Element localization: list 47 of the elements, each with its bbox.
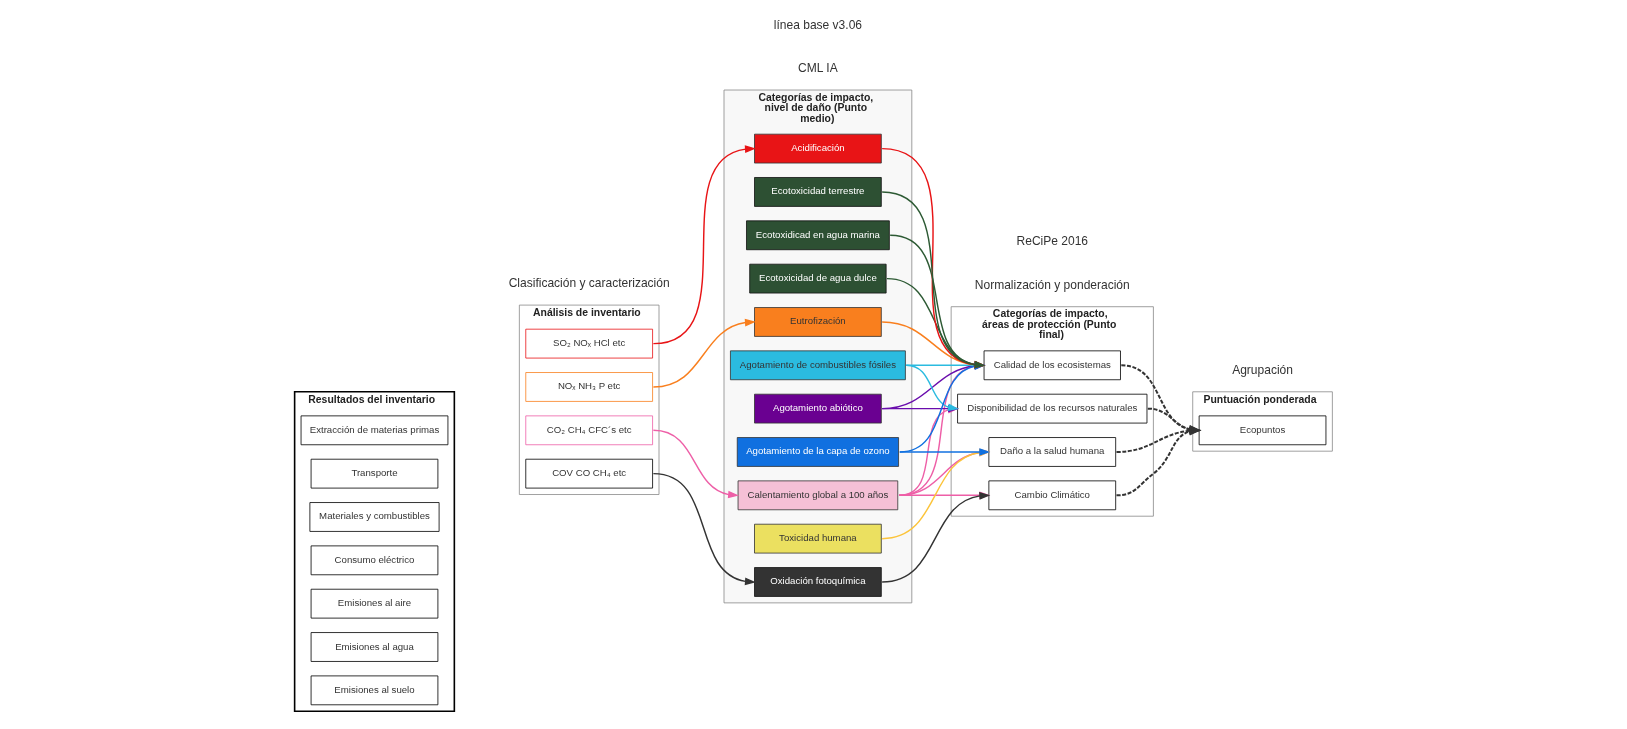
node-box: Emisiones al aire <box>310 588 439 619</box>
arrow <box>898 362 986 497</box>
node-box: Agotamiento abiótico <box>754 393 882 424</box>
node-box: Emisiones al suelo <box>310 675 439 706</box>
node-box: Disponibilidad de los recursos naturales <box>957 393 1148 424</box>
node-box: Transporte <box>310 458 439 489</box>
label: CML IA <box>798 60 838 75</box>
node-box: SO₂ NOₓ HCl etc <box>525 328 653 359</box>
node-box: NOₓ NH₃ P etc <box>525 372 653 402</box>
arrow <box>881 448 991 540</box>
node-box: Agotamiento de combustibles fósiles <box>730 350 906 381</box>
arrow <box>652 429 739 499</box>
node-box: Consumo eléctrico <box>310 545 439 576</box>
arrow <box>881 147 986 369</box>
label: Agrupación <box>1232 362 1293 377</box>
arrow <box>886 277 986 369</box>
node-box: Calentamiento global a 100 años <box>737 480 899 511</box>
arrow <box>652 472 756 586</box>
arrow <box>652 318 756 388</box>
node-box: Emisiones al agua <box>310 632 439 662</box>
node-box: Ecotoxicidad de agua dulce <box>749 263 887 294</box>
arrow <box>881 191 986 369</box>
node-box: Extracción de materias primas <box>300 415 449 446</box>
arrow <box>652 145 756 345</box>
label: Normalización y ponderación <box>974 277 1130 292</box>
label: ReCiPe 2016 <box>1016 234 1089 249</box>
arrow <box>889 234 986 369</box>
node-box: Oxidación fotoquímica <box>754 567 882 597</box>
node-box: Agotamiento de la capa de ozono <box>736 437 899 467</box>
node-box: Ecopuntos <box>1198 415 1327 446</box>
node-box: Toxicidad humana <box>754 523 882 554</box>
label: Clasificación y caracterización <box>508 276 670 291</box>
node-box: Ecotoxidicad en agua marina <box>746 220 890 251</box>
node-box: Eutrofización <box>754 307 882 337</box>
node-box: Ecotoxicidad terrestre <box>754 177 882 207</box>
arrow <box>881 361 986 410</box>
node-box: Cambio Climático <box>988 480 1117 511</box>
node-box: Acidificación <box>754 133 882 164</box>
node-box: Daño a la salud humana <box>988 437 1117 467</box>
node-box: COV CO CH₄ etc <box>525 458 653 489</box>
label: línea base v3.06 <box>773 17 863 32</box>
arrow <box>899 362 986 453</box>
node-box: CO₂ CH₄ CFC´s etc <box>525 415 653 446</box>
node-box: Calidad de los ecosistemas <box>983 350 1121 381</box>
arrow <box>881 492 991 583</box>
arrow <box>881 321 986 369</box>
node-box: Materiales y combustibles <box>309 502 440 532</box>
